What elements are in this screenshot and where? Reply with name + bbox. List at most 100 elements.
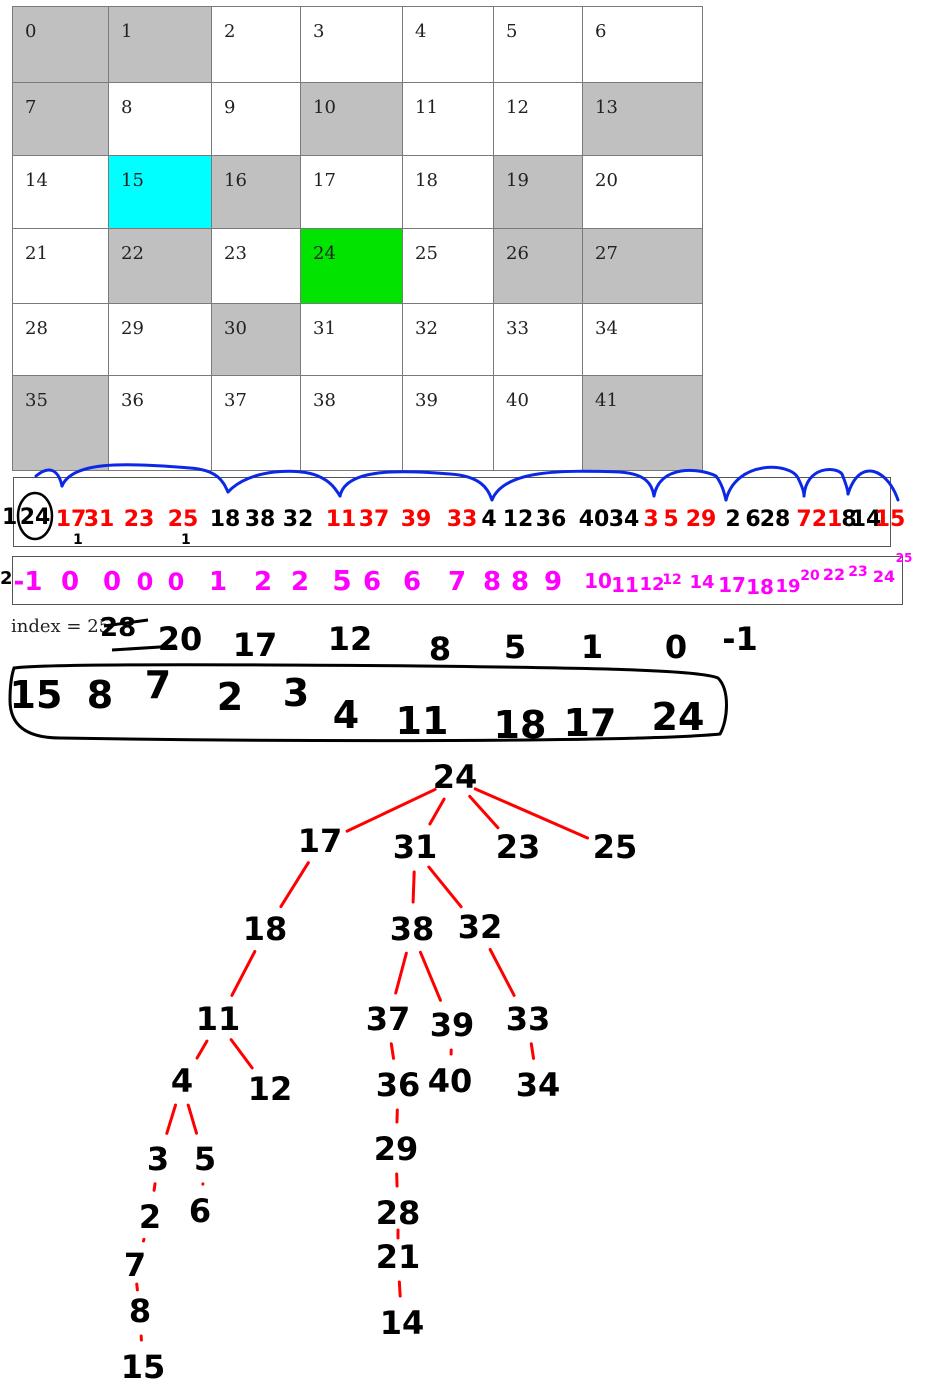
parent-item: 2 xyxy=(291,567,309,597)
queue-item: 34 xyxy=(609,507,640,532)
grid-cell-open: 3 xyxy=(300,6,403,83)
level-arc xyxy=(846,469,900,502)
parent-item: 20 xyxy=(800,568,820,584)
queue-item: 5 xyxy=(663,507,678,532)
grid-cell-wall: 30 xyxy=(211,303,301,376)
grid-cell-open: 5 xyxy=(493,6,583,83)
queue-start-node: 24 xyxy=(20,505,51,530)
tree-edge xyxy=(529,1042,536,1060)
grid-cell-label: 22 xyxy=(121,243,144,264)
queue-item: 29 xyxy=(686,507,717,532)
queue-item: 36 xyxy=(536,507,567,532)
parent-item: 5 xyxy=(332,564,351,597)
tree-node: 29 xyxy=(374,1130,419,1168)
parent-item: 12 xyxy=(662,572,681,588)
tree-node: 2 xyxy=(139,1198,161,1236)
tree-node: 40 xyxy=(428,1062,473,1100)
queue-item: 7 xyxy=(796,507,811,532)
strike-marks xyxy=(103,618,177,652)
grid-cell-label: 7 xyxy=(25,97,37,118)
index-value: 8 xyxy=(429,630,451,668)
tree-edge xyxy=(428,797,446,826)
queue-item: 18 xyxy=(210,507,241,532)
tree-node: 39 xyxy=(430,1006,475,1044)
grid-cell-label: 19 xyxy=(506,170,529,191)
grid-cell-label: 37 xyxy=(224,390,247,411)
path-item: 8 xyxy=(87,673,113,717)
parent-item: -1 xyxy=(14,567,43,597)
tree-node: 7 xyxy=(124,1246,146,1284)
parent-item: 8 xyxy=(483,567,501,597)
parent-item: 7 xyxy=(448,567,466,597)
grid-cell-label: 31 xyxy=(313,318,336,339)
grid-cell-wall: 13 xyxy=(582,82,703,156)
grid-cell-label: 9 xyxy=(224,97,236,118)
queue-item: 23 xyxy=(124,507,155,532)
level-arc xyxy=(652,468,728,502)
grid-cell-open: 6 xyxy=(582,6,703,83)
path-item: 3 xyxy=(283,671,309,715)
grid-cell-open: 14 xyxy=(12,155,109,229)
tree-edge xyxy=(135,1282,139,1292)
grid-cell-label: 36 xyxy=(121,390,144,411)
queue-level-arcs xyxy=(34,463,900,502)
index-value: 12 xyxy=(328,620,373,658)
tree-edge xyxy=(418,950,442,1002)
grid-cell-open: 36 xyxy=(108,375,212,471)
grid-cell-open: 40 xyxy=(493,375,583,471)
grid-cell-open: 12 xyxy=(493,82,583,156)
tree-node: 4 xyxy=(171,1062,193,1100)
tree-edge xyxy=(473,787,590,840)
grid-cell-label: 24 xyxy=(313,243,336,264)
grid-cell-label: 28 xyxy=(25,318,48,339)
grid-cell-label: 30 xyxy=(224,318,247,339)
grid-cell-label: 2 xyxy=(224,21,236,42)
grid-cell-start: 24 xyxy=(300,228,403,304)
grid-cell-open: 38 xyxy=(300,375,403,471)
queue-item: 3 xyxy=(643,507,658,532)
tree-edge xyxy=(389,1042,396,1060)
grid-cell-wall: 22 xyxy=(108,228,212,304)
grid-cell-label: 25 xyxy=(415,243,438,264)
index-value: 5 xyxy=(504,628,526,666)
tree-node: 36 xyxy=(376,1066,421,1104)
grid-cell-label: 32 xyxy=(415,318,438,339)
queue-item: 2 xyxy=(725,507,740,532)
tree-node: 15 xyxy=(121,1348,166,1382)
grid-cell-open: 9 xyxy=(211,82,301,156)
path-item: 11 xyxy=(396,699,449,743)
path-item: 17 xyxy=(564,701,617,745)
index-value: 17 xyxy=(233,626,278,664)
grid-cell-open: 8 xyxy=(108,82,212,156)
tree-edge xyxy=(230,950,257,997)
parent-item: 14 xyxy=(689,572,714,593)
grid-cell-open: 39 xyxy=(402,375,494,471)
tree-node: 32 xyxy=(458,908,503,946)
tree-node: 37 xyxy=(366,1000,411,1038)
queue-item: 12 xyxy=(503,507,534,532)
queue-item: 14 xyxy=(851,507,882,532)
tree-node: 33 xyxy=(506,1000,551,1038)
queue-item: 38 xyxy=(245,507,276,532)
level-arc xyxy=(60,463,230,494)
queue-item: 17 xyxy=(56,507,87,532)
start-circle xyxy=(16,491,54,541)
level-arc xyxy=(724,465,806,502)
tree-edge xyxy=(152,1182,157,1192)
grid-cell-label: 41 xyxy=(595,390,618,411)
queue-item: 6 xyxy=(745,507,760,532)
tree-node: 23 xyxy=(496,828,541,866)
tree-node: 21 xyxy=(376,1238,421,1276)
grid-cell-wall: 0 xyxy=(12,6,109,83)
grid-cell-open: 32 xyxy=(402,303,494,376)
tree-node: 5 xyxy=(194,1140,216,1178)
grid-cell-open: 11 xyxy=(402,82,494,156)
grid-cell-label: 23 xyxy=(224,243,247,264)
tree-node: 28 xyxy=(376,1194,421,1232)
tree-node: 12 xyxy=(248,1070,293,1108)
